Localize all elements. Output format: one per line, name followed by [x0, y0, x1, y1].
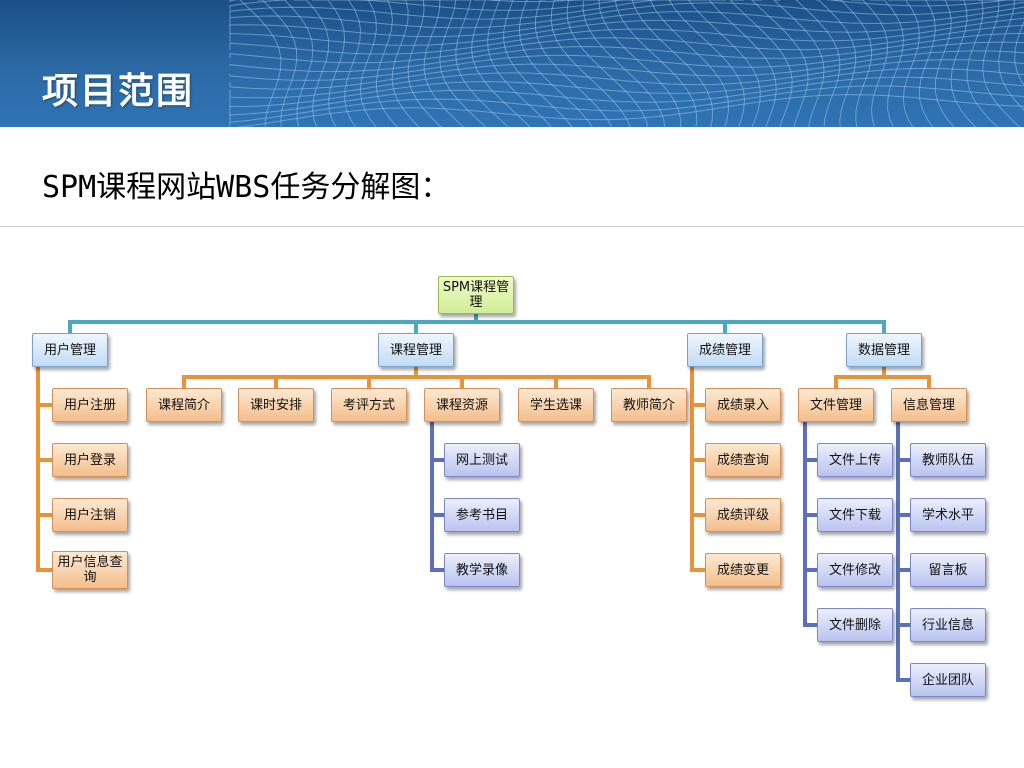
wbs-node-user-register: 用户注册 — [52, 388, 128, 422]
wbs-node-file-download: 文件下载 — [817, 498, 893, 532]
wbs-node-course-resources: 课程资源 — [424, 388, 500, 422]
connector-line — [68, 320, 886, 333]
wbs-node-course-schedule: 课时安排 — [238, 388, 314, 422]
connector-line — [430, 422, 444, 572]
wbs-root-node: SPM课程管理 — [438, 276, 514, 314]
wbs-node-grade-rating: 成绩评级 — [705, 498, 781, 532]
wbs-node-reference-books: 参考书目 — [444, 498, 520, 532]
wbs-node-file-upload: 文件上传 — [817, 443, 893, 477]
wbs-node-grade-mgmt: 成绩管理 — [687, 333, 763, 367]
wbs-node-grade-query: 成绩查询 — [705, 443, 781, 477]
wbs-node-data-mgmt: 数据管理 — [846, 333, 922, 367]
connector-line — [803, 422, 817, 627]
connector-line — [896, 422, 910, 682]
wbs-node-faculty: 教师队伍 — [910, 443, 986, 477]
wave-mesh-decoration — [229, 0, 1024, 127]
wbs-node-user-login: 用户登录 — [52, 443, 128, 477]
wbs-node-teacher-intro: 教师简介 — [611, 388, 687, 422]
wbs-node-file-mgmt: 文件管理 — [798, 388, 874, 422]
wbs-node-file-delete: 文件删除 — [817, 608, 893, 642]
wbs-node-course-mgmt: 课程管理 — [378, 333, 454, 367]
wbs-node-user-mgmt: 用户管理 — [32, 333, 108, 367]
connector-line — [834, 375, 931, 388]
wbs-node-assessment-method: 考评方式 — [331, 388, 407, 422]
wbs-node-message-board: 留言板 — [910, 553, 986, 587]
slide-subtitle: SPM课程网站WBS任务分解图： — [42, 170, 451, 205]
wbs-node-user-info-query: 用户信息查询 — [52, 551, 128, 589]
wbs-node-academic-level: 学术水平 — [910, 498, 986, 532]
wbs-node-file-edit: 文件修改 — [817, 553, 893, 587]
wbs-node-grade-entry: 成绩录入 — [705, 388, 781, 422]
wbs-node-industry-info: 行业信息 — [910, 608, 986, 642]
wbs-node-course-selection: 学生选课 — [518, 388, 594, 422]
wbs-node-teaching-video: 教学录像 — [444, 553, 520, 587]
connector-line — [690, 367, 705, 572]
header-banner: 项目范围 — [0, 0, 1024, 127]
wbs-node-info-mgmt: 信息管理 — [891, 388, 967, 422]
wbs-node-grade-change: 成绩变更 — [705, 553, 781, 587]
divider-line — [0, 226, 1024, 227]
connector-line — [182, 375, 651, 388]
wbs-node-course-intro: 课程简介 — [146, 388, 222, 422]
wbs-node-online-test: 网上测试 — [444, 443, 520, 477]
slide-title: 项目范围 — [42, 71, 195, 112]
connector-line — [36, 367, 52, 572]
wbs-node-enterprise-team: 企业团队 — [910, 663, 986, 697]
wbs-node-user-logout: 用户注销 — [52, 498, 128, 532]
